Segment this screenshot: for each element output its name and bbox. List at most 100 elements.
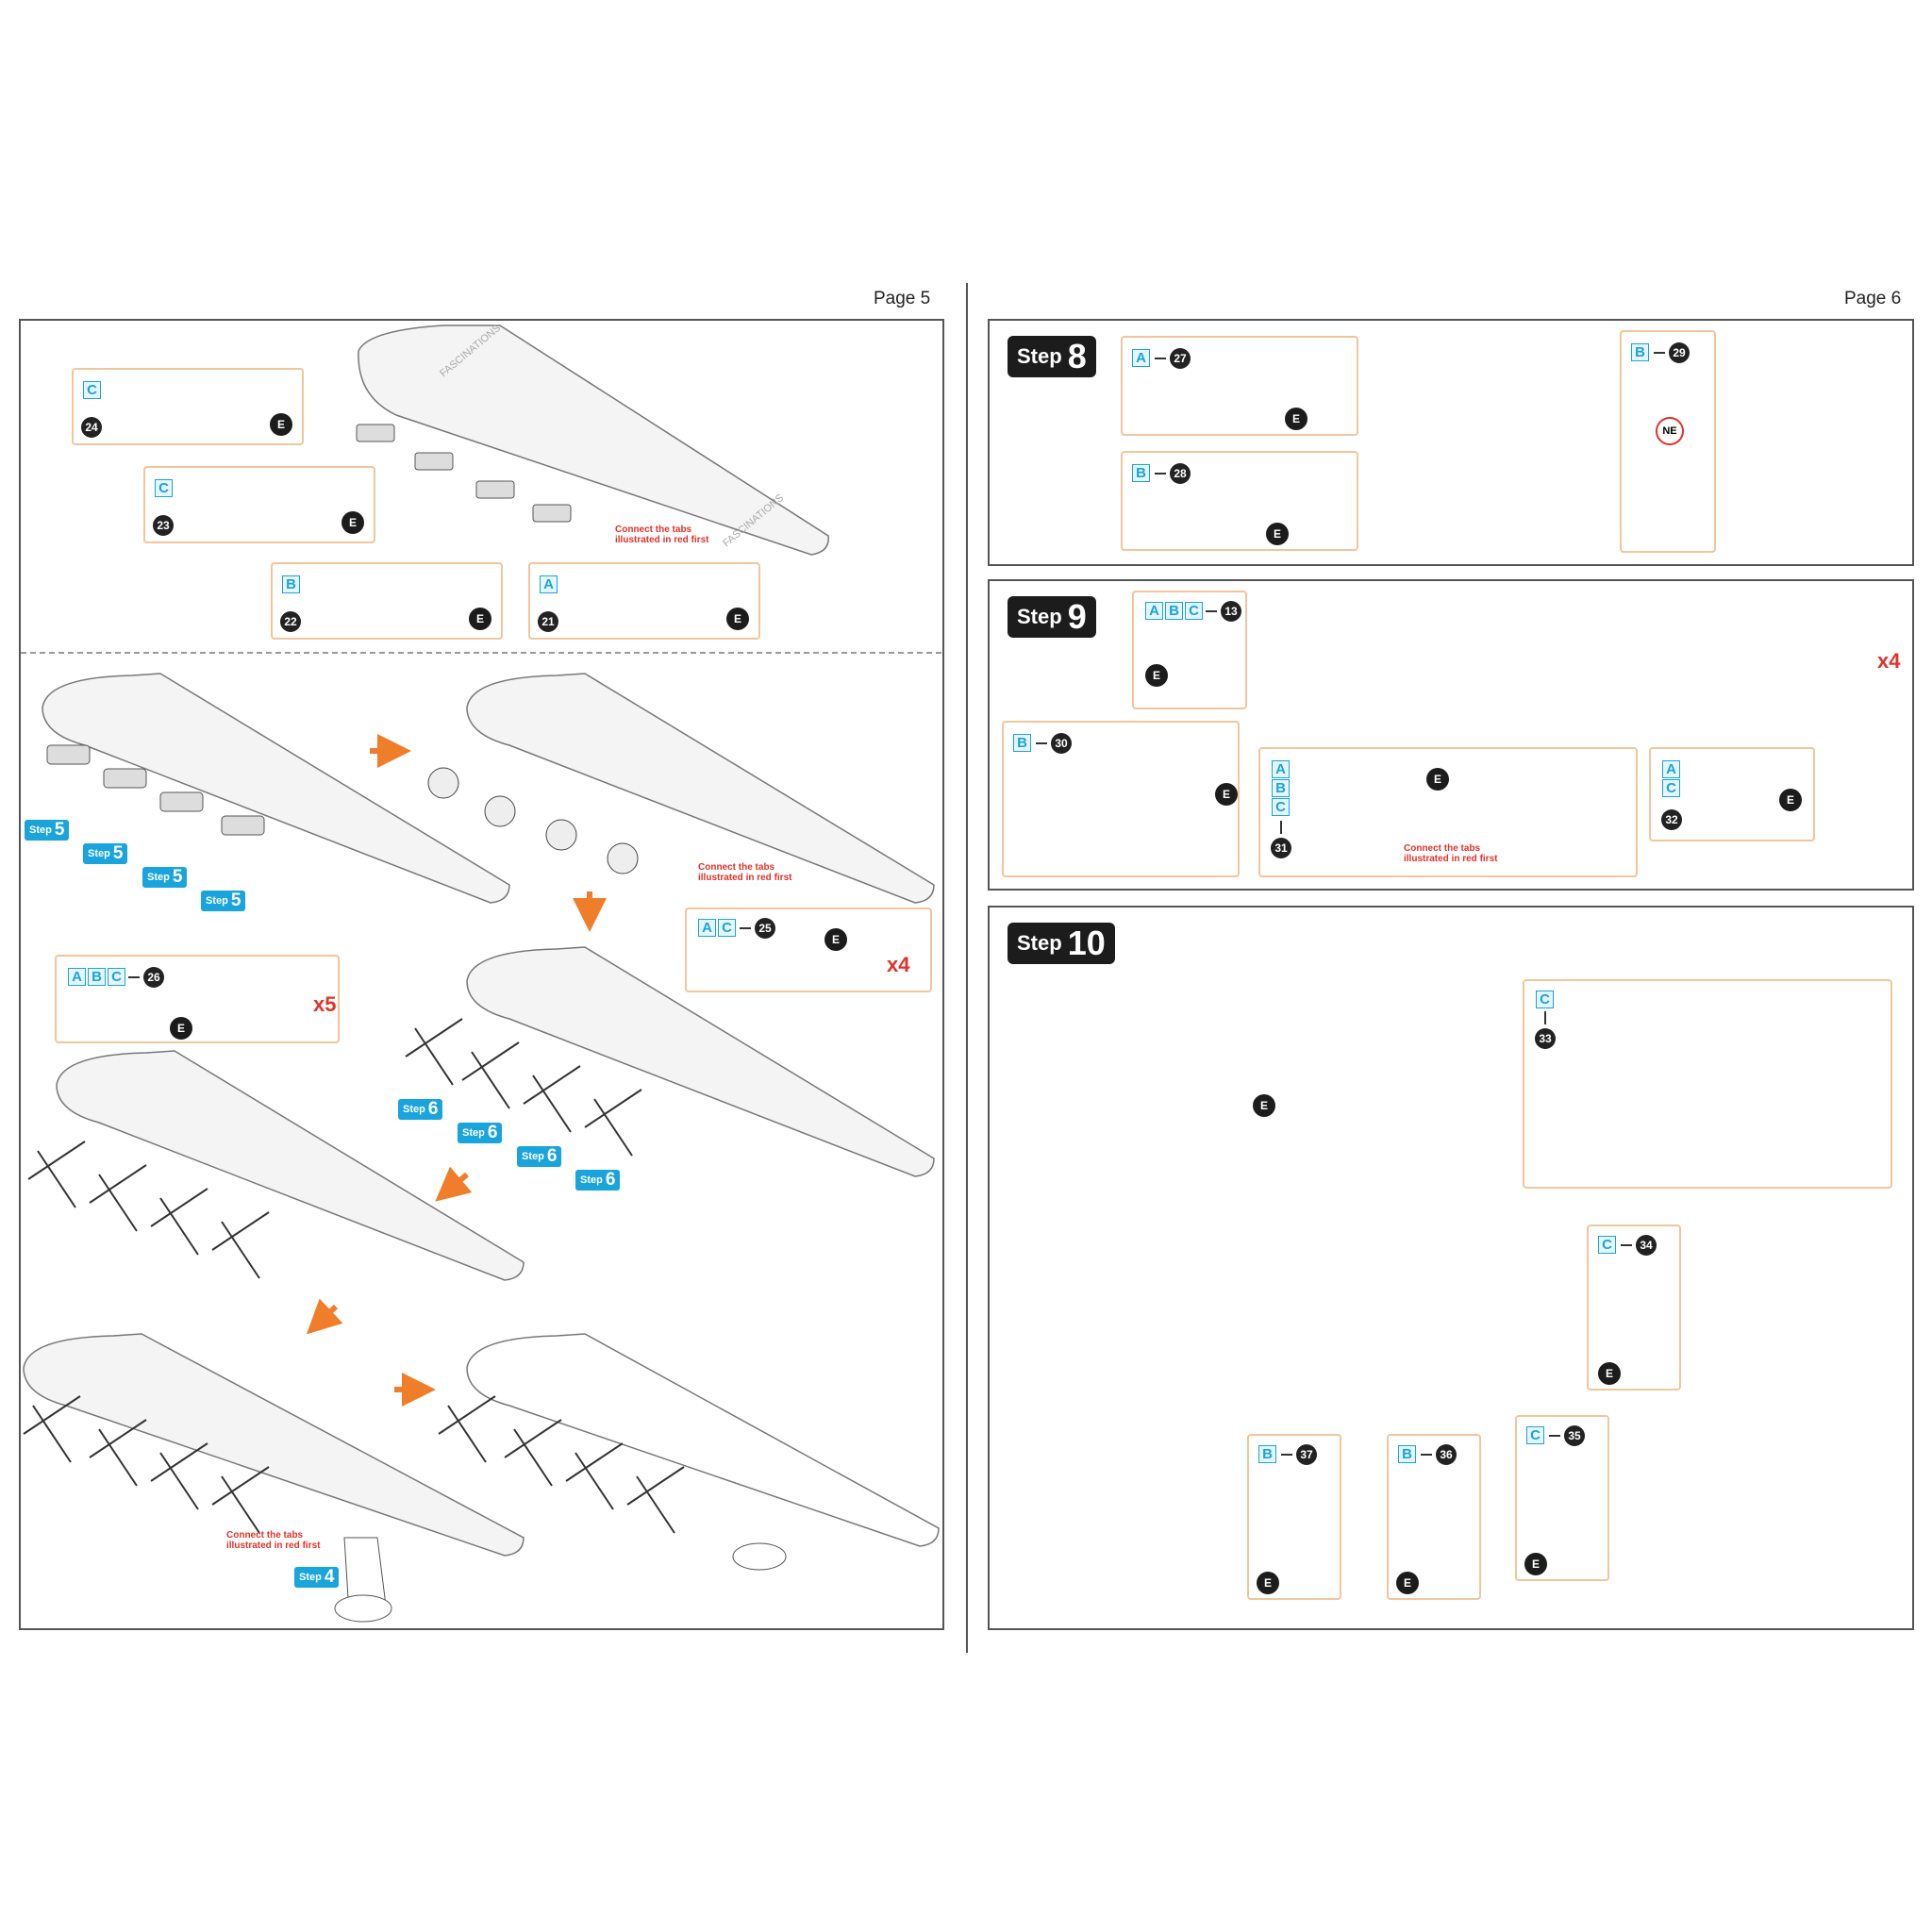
connect-tabs-note: Connect the tabs illustrated in red firs… [1404, 843, 1498, 864]
letter-a: A [1272, 760, 1290, 778]
wing-mid-left [42, 673, 510, 904]
letter-a: A [698, 919, 716, 937]
part-box-27: A 27 E [1121, 336, 1358, 436]
letter-b: B [1132, 464, 1150, 482]
wing-lower-left [27, 1050, 525, 1281]
letter-b: B [1165, 602, 1183, 620]
connect-tabs-note: Connect the tabs illustrated in red firs… [226, 1530, 321, 1551]
part-box-30: B 30 E [1002, 721, 1240, 877]
dash [1281, 1454, 1292, 1456]
letter-a: A [1145, 602, 1163, 620]
page-label-left: Page 5 [874, 289, 931, 308]
part-box-32: A C 32 E [1649, 747, 1815, 841]
letter-a: A [1132, 349, 1150, 367]
dash [1544, 1011, 1546, 1024]
part-number-30: 30 [1051, 733, 1072, 754]
part-box-35: C 35 E [1515, 1415, 1609, 1581]
letter-c: C [1272, 798, 1290, 816]
part-box-13: A B C 13 E [1132, 591, 1247, 709]
part-box-31: A B C 31 E Connect the tabs illustrated … [1258, 747, 1638, 877]
e-badge: E [1266, 523, 1289, 545]
multiplier-x4: x4 [1877, 649, 1901, 673]
letter-b: B [282, 575, 300, 593]
e-badge: E [726, 608, 749, 630]
nacelle-group [356, 424, 572, 523]
part-number-29: 29 [1669, 342, 1690, 363]
e-badge: E [1426, 768, 1449, 791]
part-number-23: 23 [153, 515, 174, 536]
e-badge: E [1598, 1362, 1621, 1385]
ne-marker: NE [1656, 417, 1684, 445]
letter-a: A [540, 575, 558, 593]
e-badge: E [1396, 1572, 1419, 1594]
part-box-26: A B C 26 E x5 [55, 955, 340, 1043]
part-box-37: B 37 E [1247, 1434, 1341, 1600]
letter-b: B [88, 968, 106, 986]
part-number-22: 22 [280, 611, 301, 632]
dash [1155, 473, 1166, 475]
letter-c: C [718, 919, 736, 937]
part-box-25: A C 25 E x4 [685, 908, 932, 992]
e-badge: E [341, 511, 364, 534]
section-divider [21, 652, 941, 654]
e-badge: E [1285, 408, 1307, 430]
part-number-21: 21 [538, 611, 558, 632]
multiplier-x4: x4 [887, 953, 910, 976]
part-box-22: B 22 E [271, 562, 503, 640]
dash [1280, 821, 1282, 834]
part-box-24: C 24 E [72, 368, 304, 445]
part-number-13: 13 [1221, 601, 1241, 622]
part-box-34: C 34 E [1587, 1224, 1681, 1391]
e-badge: E [1253, 1094, 1275, 1117]
page-divider [966, 283, 968, 1653]
letter-a: A [1662, 760, 1680, 778]
part-number-28: 28 [1170, 463, 1191, 484]
part-box-29: B 29 NE [1620, 330, 1716, 553]
part-number-31: 31 [1271, 838, 1291, 858]
part-number-33: 33 [1535, 1028, 1556, 1049]
letter-c: C [1185, 602, 1203, 620]
letter-b: B [1258, 1445, 1276, 1463]
letter-a: A [68, 968, 86, 986]
dash [1206, 610, 1217, 612]
part-box-21: A 21 E [528, 562, 760, 640]
multiplier-x5: x5 [313, 992, 337, 1016]
letter-c: C [1536, 991, 1554, 1008]
letter-b: B [1631, 343, 1649, 361]
part-box-23: C 23 E [143, 466, 375, 543]
e-badge: E [824, 928, 847, 951]
e-badge: E [170, 1017, 192, 1040]
letter-c: C [1662, 779, 1680, 797]
e-badge: E [469, 608, 491, 630]
letters-stack: A B C [1272, 760, 1290, 816]
part-number-26: 26 [143, 967, 164, 988]
e-badge: E [1215, 783, 1238, 806]
wing-bottom-right [438, 1333, 940, 1571]
letter-b: B [1398, 1445, 1416, 1463]
dash [128, 976, 140, 978]
e-badge: E [1524, 1553, 1547, 1575]
dash [1654, 352, 1665, 354]
part-number-36: 36 [1436, 1444, 1457, 1465]
dash [1036, 742, 1047, 744]
e-badge: E [1257, 1572, 1279, 1594]
dash [1421, 1454, 1432, 1456]
letter-c: C [1598, 1236, 1616, 1254]
e-badge: E [270, 413, 292, 436]
page-label-right: Page 6 [1844, 289, 1902, 308]
part-number-27: 27 [1170, 348, 1191, 369]
part-box-28: B 28 E [1121, 451, 1358, 551]
dash [1549, 1435, 1560, 1437]
letter-b: B [1013, 734, 1031, 752]
letter-c: C [155, 479, 173, 497]
dash [740, 927, 751, 929]
